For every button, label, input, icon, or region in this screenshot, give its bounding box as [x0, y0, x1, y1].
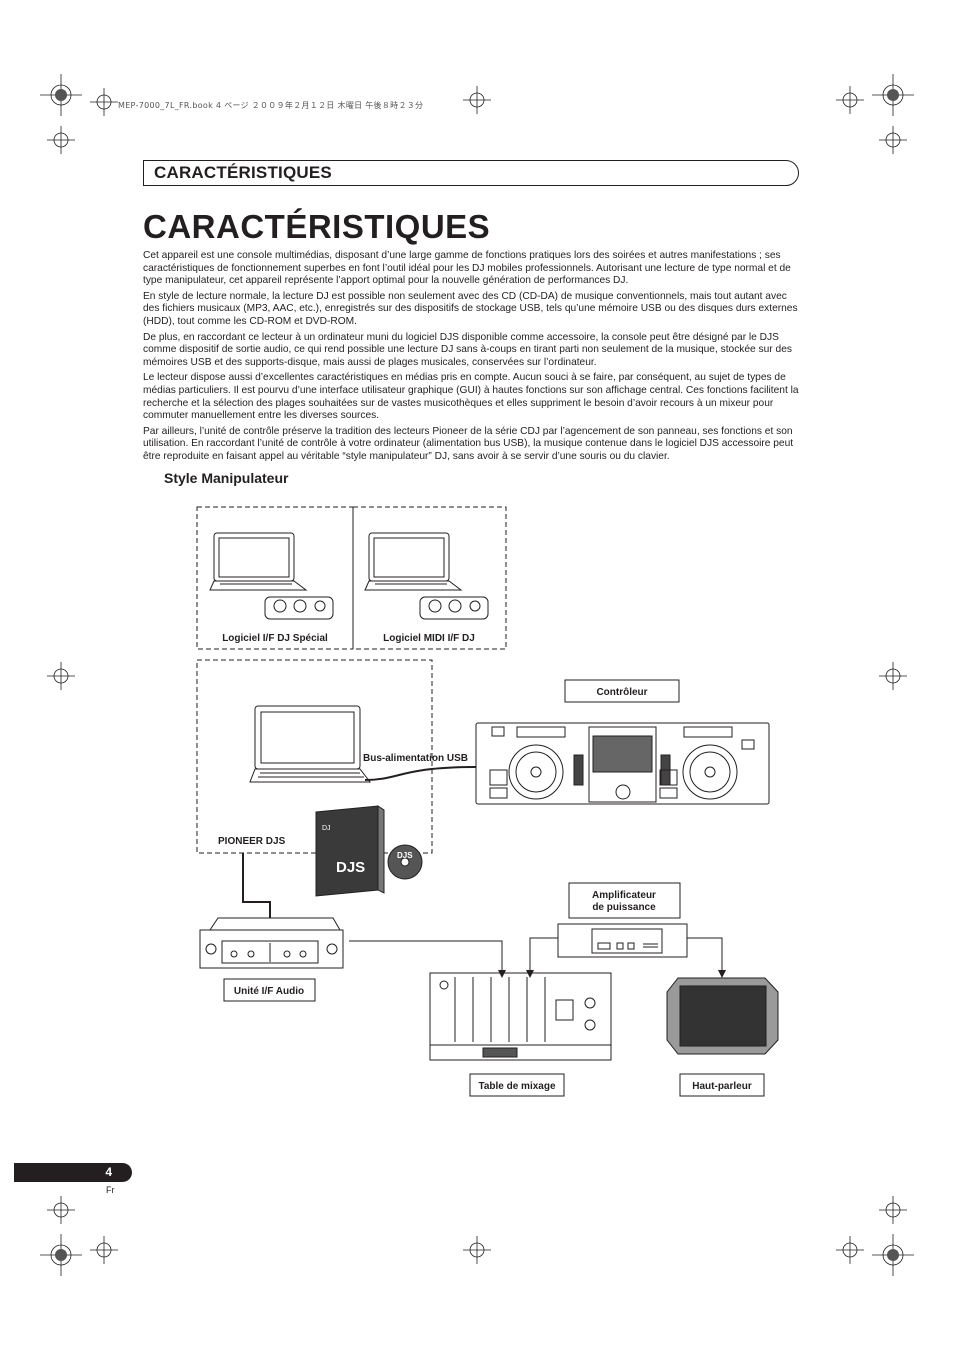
paragraph: En style de lecture normale, la lecture … [143, 290, 798, 327]
djs-disc-logo: DJS [397, 851, 413, 860]
mixer-unit [429, 972, 612, 1061]
software-box-midi [352, 506, 507, 650]
print-header: MEP-7000_7L_FR.book 4 ページ ２００９年２月１２日 木曜日… [118, 101, 424, 110]
usb-cable [364, 766, 477, 781]
amp-to-mixer-cable [529, 937, 558, 970]
speaker-unit [666, 977, 779, 1055]
body-text: Cet appareil est une console multimédias… [143, 250, 799, 467]
label-amp-line2: de puissance [592, 902, 656, 913]
laptop-icon [249, 705, 372, 783]
laptop-icon [209, 532, 308, 591]
section-tab-label: CARACTÉRISTIQUES [154, 163, 332, 182]
paragraph: Cet appareil est une console multimédias… [143, 250, 791, 287]
djs-box-logo: DJS [336, 859, 365, 876]
paragraph: De plus, en raccordant ce lecteur à un o… [143, 331, 792, 368]
software-box-dj [196, 506, 354, 650]
audio-interface-unit [199, 917, 344, 969]
label-software-midi: Logiciel MIDI I/F DJ [383, 633, 475, 644]
djs-small-logo: DJ [322, 825, 331, 832]
label-amp-line1: Amplificateur [592, 890, 656, 901]
audio-cable [242, 853, 271, 918]
amp-to-speaker-cable [687, 937, 723, 970]
djs-software-box [315, 805, 423, 897]
label-usb-bus: Bus-alimentation USB [363, 753, 468, 764]
dj-controller-icon [419, 596, 489, 620]
label-mixer: Table de mixage [478, 1081, 556, 1092]
section-tab: CARACTÉRISTIQUES [143, 160, 799, 186]
amplifier-unit [557, 923, 688, 958]
paragraph: Le lecteur dispose aussi d’excellentes c… [143, 372, 799, 422]
paragraph: Par ailleurs, l’unité de contrôle préser… [143, 425, 794, 462]
controller-unit [475, 722, 770, 805]
page-number: 4 [105, 1165, 112, 1179]
laptop-icon [364, 532, 463, 591]
subheading: Style Manipulateur [164, 470, 289, 486]
label-software-dj: Logiciel I/F DJ Spécial [222, 633, 328, 644]
language-code: Fr [106, 1185, 115, 1195]
dj-controller-icon [264, 596, 334, 620]
label-speaker: Haut-parleur [692, 1081, 752, 1092]
label-controller: Contrôleur [596, 687, 647, 698]
label-pioneer-djs: PIONEER DJS [218, 836, 286, 847]
label-audio-unit: Unité I/F Audio [234, 986, 304, 997]
computer-box [196, 659, 433, 854]
page-title: CARACTÉRISTIQUES [143, 208, 491, 245]
page-number-tab: 4 [14, 1163, 132, 1182]
audio-to-mixer-cable [349, 940, 503, 970]
